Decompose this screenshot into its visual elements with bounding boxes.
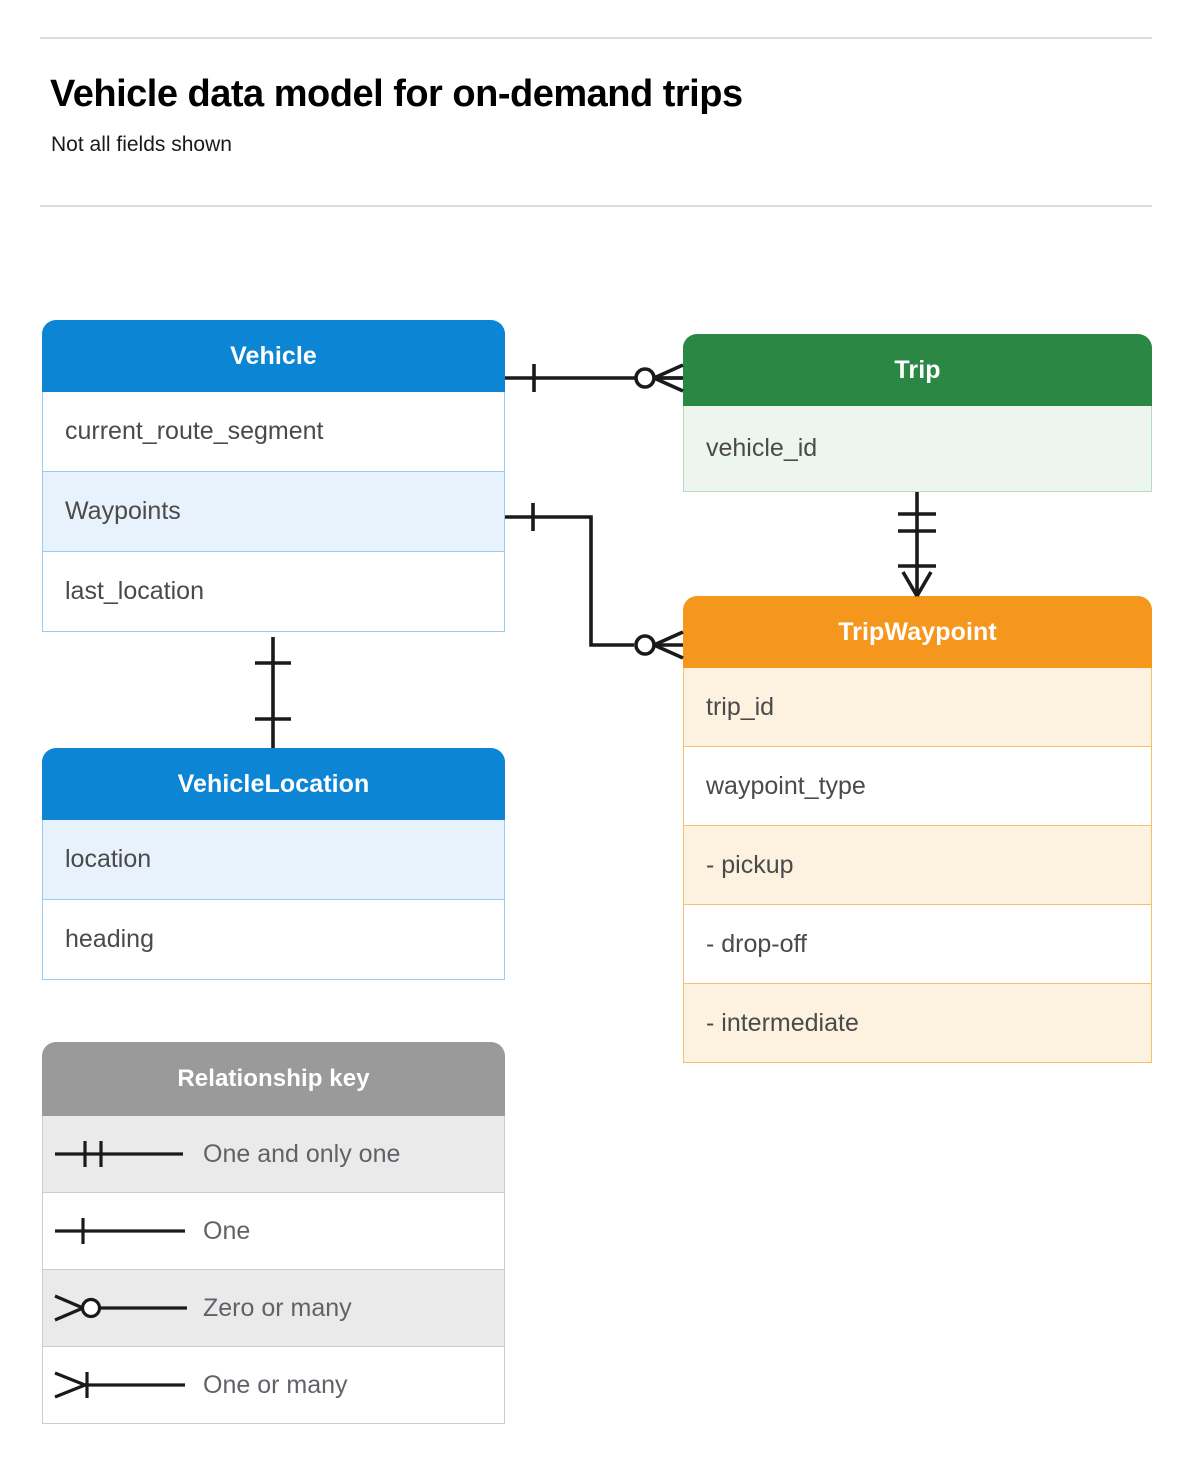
entity-vehiclelocation-fields: location heading (42, 820, 505, 980)
field-row[interactable]: current_route_segment (42, 392, 505, 472)
legend-label: One and only one (203, 1139, 401, 1168)
entity-vehicle-title: Vehicle (42, 320, 505, 392)
legend-label: One or many (203, 1370, 348, 1399)
field-row[interactable]: last_location (42, 552, 505, 632)
field-row[interactable]: waypoint_type (683, 747, 1152, 826)
entity-trip-fields: vehicle_id (683, 406, 1152, 492)
one-and-only-one-icon (43, 1134, 203, 1174)
zero-or-many-icon (43, 1288, 203, 1328)
field-row[interactable]: trip_id (683, 668, 1152, 747)
legend-row: Zero or many (42, 1270, 505, 1347)
header-divider-top (40, 37, 1152, 39)
entity-tripwaypoint-fields: trip_id waypoint_type - pickup - drop-of… (683, 668, 1152, 1063)
entity-vehicle-fields: current_route_segment Waypoints last_loc… (42, 392, 505, 632)
field-row[interactable]: heading (42, 900, 505, 980)
page-subtitle: Not all fields shown (51, 133, 232, 156)
relationship-key-legend[interactable]: Relationship key One and only one One (42, 1042, 505, 1424)
entity-trip-title: Trip (683, 334, 1152, 406)
entity-vehiclelocation-title: VehicleLocation (42, 748, 505, 820)
entity-trip[interactable]: Trip vehicle_id (683, 334, 1152, 492)
legend-label: One (203, 1216, 251, 1245)
one-or-many-icon (43, 1365, 203, 1405)
legend-row: One and only one (42, 1116, 505, 1193)
entity-vehiclelocation[interactable]: VehicleLocation location heading (42, 748, 505, 980)
connector-waypoints-tripwaypoint (505, 503, 684, 660)
legend-row: One (42, 1193, 505, 1270)
field-row[interactable]: vehicle_id (683, 406, 1152, 492)
connector-vehicle-trip (505, 363, 684, 393)
legend-title: Relationship key (42, 1042, 505, 1116)
entity-tripwaypoint[interactable]: TripWaypoint trip_id waypoint_type - pic… (683, 596, 1152, 1063)
legend-row: One or many (42, 1347, 505, 1424)
entity-vehicle[interactable]: Vehicle current_route_segment Waypoints … (42, 320, 505, 632)
connector-vehicle-vehiclelocation (255, 637, 291, 748)
field-row[interactable]: - intermediate (683, 984, 1152, 1063)
one-icon (43, 1211, 203, 1251)
page-title: Vehicle data model for on-demand trips (50, 73, 743, 115)
field-row[interactable]: location (42, 820, 505, 900)
entity-tripwaypoint-title: TripWaypoint (683, 596, 1152, 668)
header-divider-bottom (40, 205, 1152, 207)
connector-trip-tripwaypoint (898, 492, 936, 597)
legend-label: Zero or many (203, 1293, 352, 1322)
field-row[interactable]: Waypoints (42, 472, 505, 552)
field-row[interactable]: - pickup (683, 826, 1152, 905)
field-row[interactable]: - drop-off (683, 905, 1152, 984)
